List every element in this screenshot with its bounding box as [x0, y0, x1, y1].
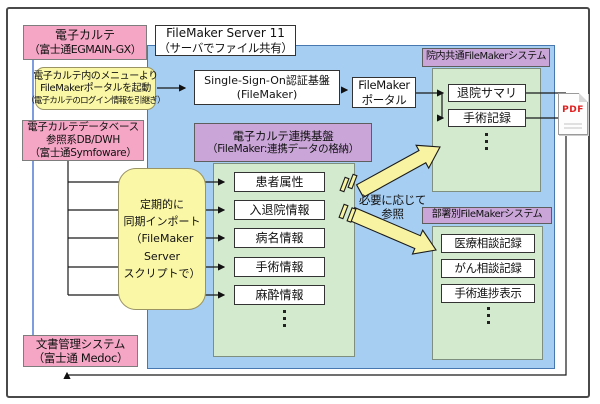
sync-import-callout: 定期的に 同期インポート （FileMaker Server スクリプトで） [118, 168, 206, 310]
fm-server-line2: （サーバでファイル共有） [158, 40, 293, 55]
doc-mgmt-box: 文書管理システム （富士通 Medoc） [23, 335, 138, 367]
sync-line4: Server [143, 249, 181, 263]
refer-note-line2: 参照 [381, 207, 404, 222]
common-item-discharge-summary: 退院サマリ [448, 84, 526, 102]
portal-line1: FileMaker [358, 78, 410, 93]
hub-item-label: 患者属性 [255, 174, 304, 189]
sso-line1: Single-Sign-On認証基盤 [204, 74, 330, 88]
emr-vendor: （富士通EGMAIN-GX） [28, 43, 142, 57]
hub-header: 電子カルテ連携基盤 （FileMaker:連携データの格納） [194, 123, 372, 162]
common-item-surgery-record: 手術記録 [448, 109, 526, 127]
pdf-label: PDF [562, 105, 584, 115]
refer-note: 必要に応じて 参照 [340, 193, 445, 222]
hub-header-line2: （FileMaker:連携データの格納） [207, 143, 359, 156]
emr-box: 電子カルテ （富士通EGMAIN-GX） [23, 25, 147, 60]
dept-item-medical-consult-record: 医療相談記録 [441, 234, 535, 253]
dept-item-cancer-consult-record: がん相談記録 [441, 259, 535, 278]
hub-item-label: 手術情報 [255, 259, 304, 274]
sync-line1: 定期的に [140, 198, 184, 212]
fm-server-line1: FileMaker Server 11 [166, 26, 285, 41]
fm-server-title-box: FileMaker Server 11 （サーバでファイル共有） [155, 25, 296, 56]
hub-ellipsis [283, 310, 286, 327]
dept-item-surgery-progress-display: 手術進捗表示 [441, 284, 535, 303]
emr-db-line1: 電子カルテデータベース [27, 121, 139, 134]
common-item-label: 手術記録 [462, 110, 511, 125]
emr-db-line2: 参照系DB/DWH [46, 134, 120, 147]
dept-item-label: 医療相談記録 [454, 236, 522, 251]
dept-item-label: がん相談記録 [454, 261, 522, 276]
hub-item-admission-discharge-info: 入退院情報 [234, 200, 325, 220]
dept-item-label: 手術進捗表示 [454, 286, 522, 301]
common-fm-label: 院内共通FileMakerシステム [422, 48, 550, 67]
dept-fm-label-text: 部署別FileMakerシステム [431, 209, 543, 221]
sso-line2: (FileMaker) [236, 87, 298, 101]
hub-header-line1: 電子カルテ連携基盤 [232, 129, 334, 144]
menu-callout-line1: 電子カルテ内のメニューより [33, 71, 158, 83]
pdf-file-icon: PDF [558, 93, 588, 135]
hub-item-surgery-info: 手術情報 [234, 257, 325, 277]
emr-db-box: 電子カルテデータベース 参照系DB/DWH （富士通Symfoware） [22, 120, 144, 161]
emr-title: 電子カルテ [54, 28, 115, 43]
hub-item-patient-attributes: 患者属性 [234, 172, 325, 192]
hub-item-label: 入退院情報 [249, 202, 310, 217]
menu-callout: 電子カルテ内のメニューより FileMakerポータルを起動 （電子カルテのログ… [26, 67, 166, 110]
sso-box: Single-Sign-On認証基盤 (FileMaker) [194, 70, 340, 105]
sync-line5: スクリプトで） [123, 266, 201, 280]
pdf-folded-corner-icon [579, 93, 588, 102]
doc-mgmt-line2: （富士通 Medoc） [32, 351, 129, 365]
hub-item-label: 病名情報 [255, 230, 304, 245]
portal-line2: ポータル [361, 92, 407, 107]
fm-portal-box: FileMaker ポータル [352, 77, 416, 108]
doc-mgmt-line1: 文書管理システム [35, 336, 126, 351]
emr-db-line3: （富士通Symfoware） [29, 146, 137, 159]
sync-line2: 同期インポート [123, 215, 201, 229]
sync-line3: （FileMaker [130, 232, 194, 246]
common-item-label: 退院サマリ [456, 85, 517, 100]
common-fm-label-text: 院内共通FileMakerシステム [425, 51, 547, 63]
refer-note-line1: 必要に応じて [358, 193, 427, 207]
hub-item-label: 麻酔情報 [255, 287, 304, 302]
hub-item-disease-name-info: 病名情報 [234, 228, 325, 248]
menu-callout-line2: FileMakerポータルを起動 [40, 83, 151, 95]
menu-callout-line3: （電子カルテのログイン情報を引継ぎ） [26, 95, 165, 106]
common-ellipsis [485, 133, 488, 150]
dept-ellipsis [487, 307, 490, 324]
hub-item-anesthesia-info: 麻酔情報 [234, 285, 325, 305]
